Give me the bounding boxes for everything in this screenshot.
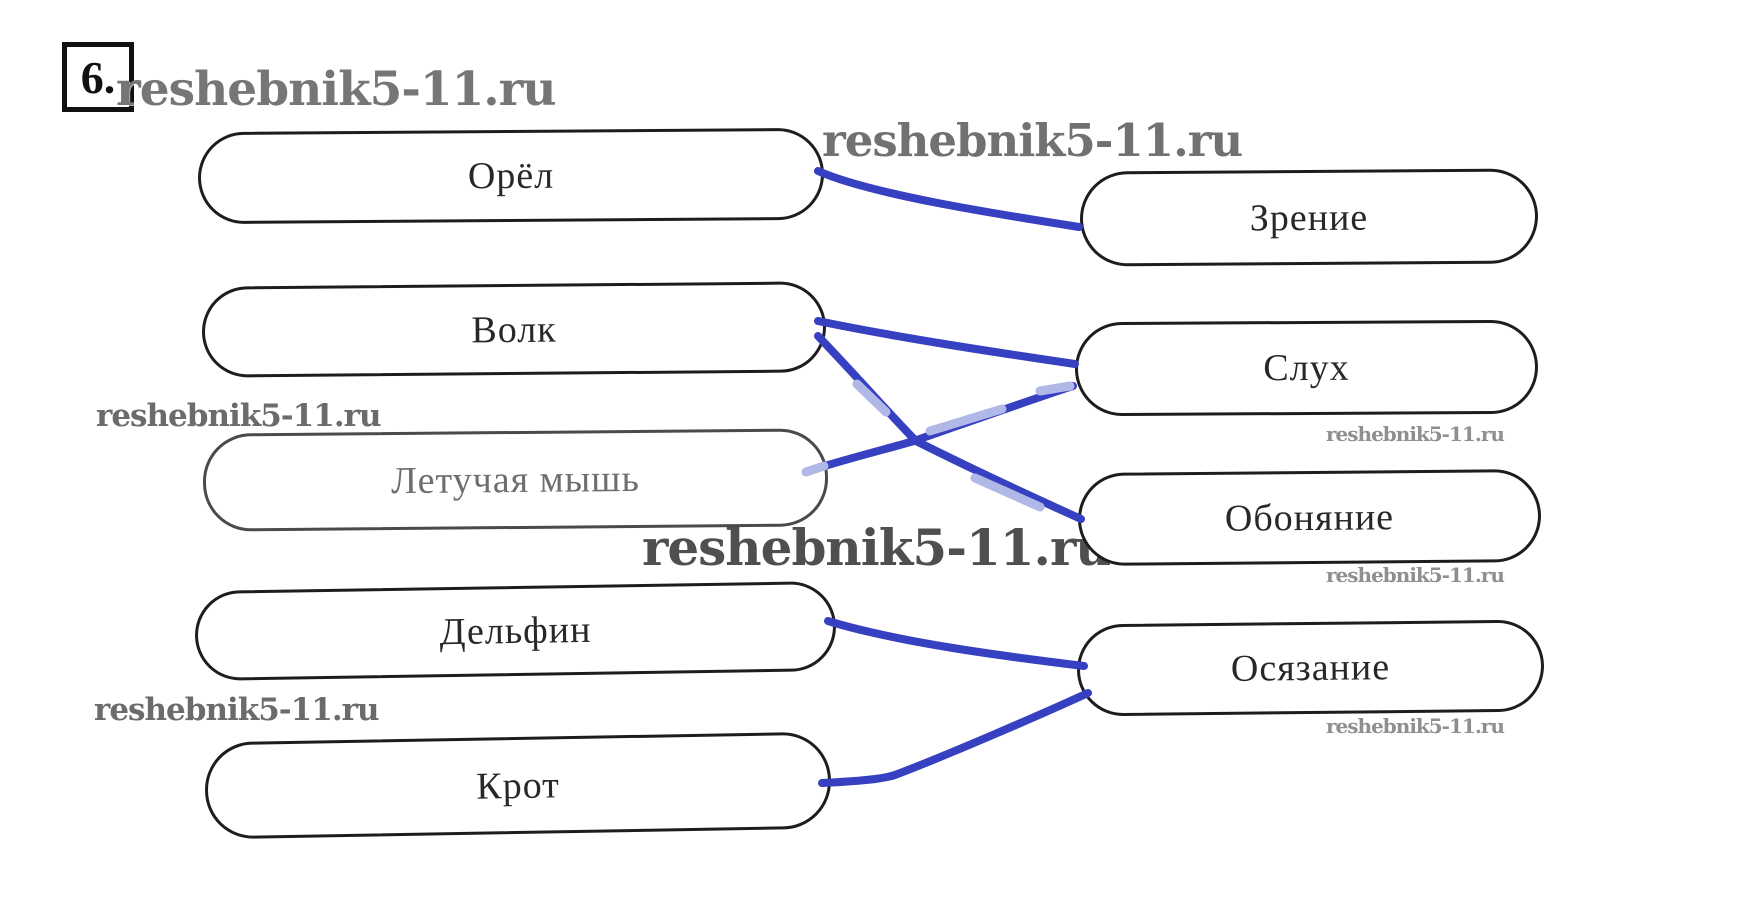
animal-box-orel[interactable]: Орёл (197, 127, 825, 225)
watermark: reshebnik5-11.ru (1326, 422, 1505, 446)
connection-delfin-osyazanie (824, 617, 1088, 670)
watermark: reshebnik5-11.ru (94, 692, 379, 728)
animal-box-volk[interactable]: Волк (201, 281, 827, 378)
connection-orel-zrenie (814, 167, 1083, 231)
connection-krot-osyazanie (818, 689, 1092, 787)
task-number: 6. (62, 42, 134, 112)
watermark: reshebnik5-11.ru (822, 114, 1243, 167)
connection-volk-sluh (814, 317, 1079, 368)
connection-light-segment (852, 379, 891, 417)
watermark: reshebnik5-11.ru (96, 398, 381, 434)
watermark: reshebnik5-11.ru (116, 62, 557, 117)
animal-box-krot[interactable]: Крот (204, 731, 832, 840)
connection-light-segment (970, 473, 1045, 512)
sense-box-zrenie[interactable]: Зрение (1079, 168, 1539, 267)
connection-light-segment (925, 404, 1007, 436)
animal-box-mysh[interactable]: Летучая мышь (202, 428, 829, 532)
watermark: reshebnik5-11.ru (1326, 563, 1505, 587)
watermark: reshebnik5-11.ru (1326, 714, 1505, 738)
connection-volk-obonyanie (814, 332, 1085, 523)
watermark: reshebnik5-11.ru (642, 518, 1112, 577)
sense-box-obonyanie[interactable]: Обоняние (1077, 468, 1542, 567)
connection-light-segment (1035, 381, 1075, 396)
animal-box-delfin[interactable]: Дельфин (194, 580, 837, 682)
connection-mysh-sluh (804, 382, 1077, 475)
sense-box-osyazanie[interactable]: Осязание (1076, 619, 1545, 717)
sense-box-sluh[interactable]: Слух (1074, 319, 1539, 417)
